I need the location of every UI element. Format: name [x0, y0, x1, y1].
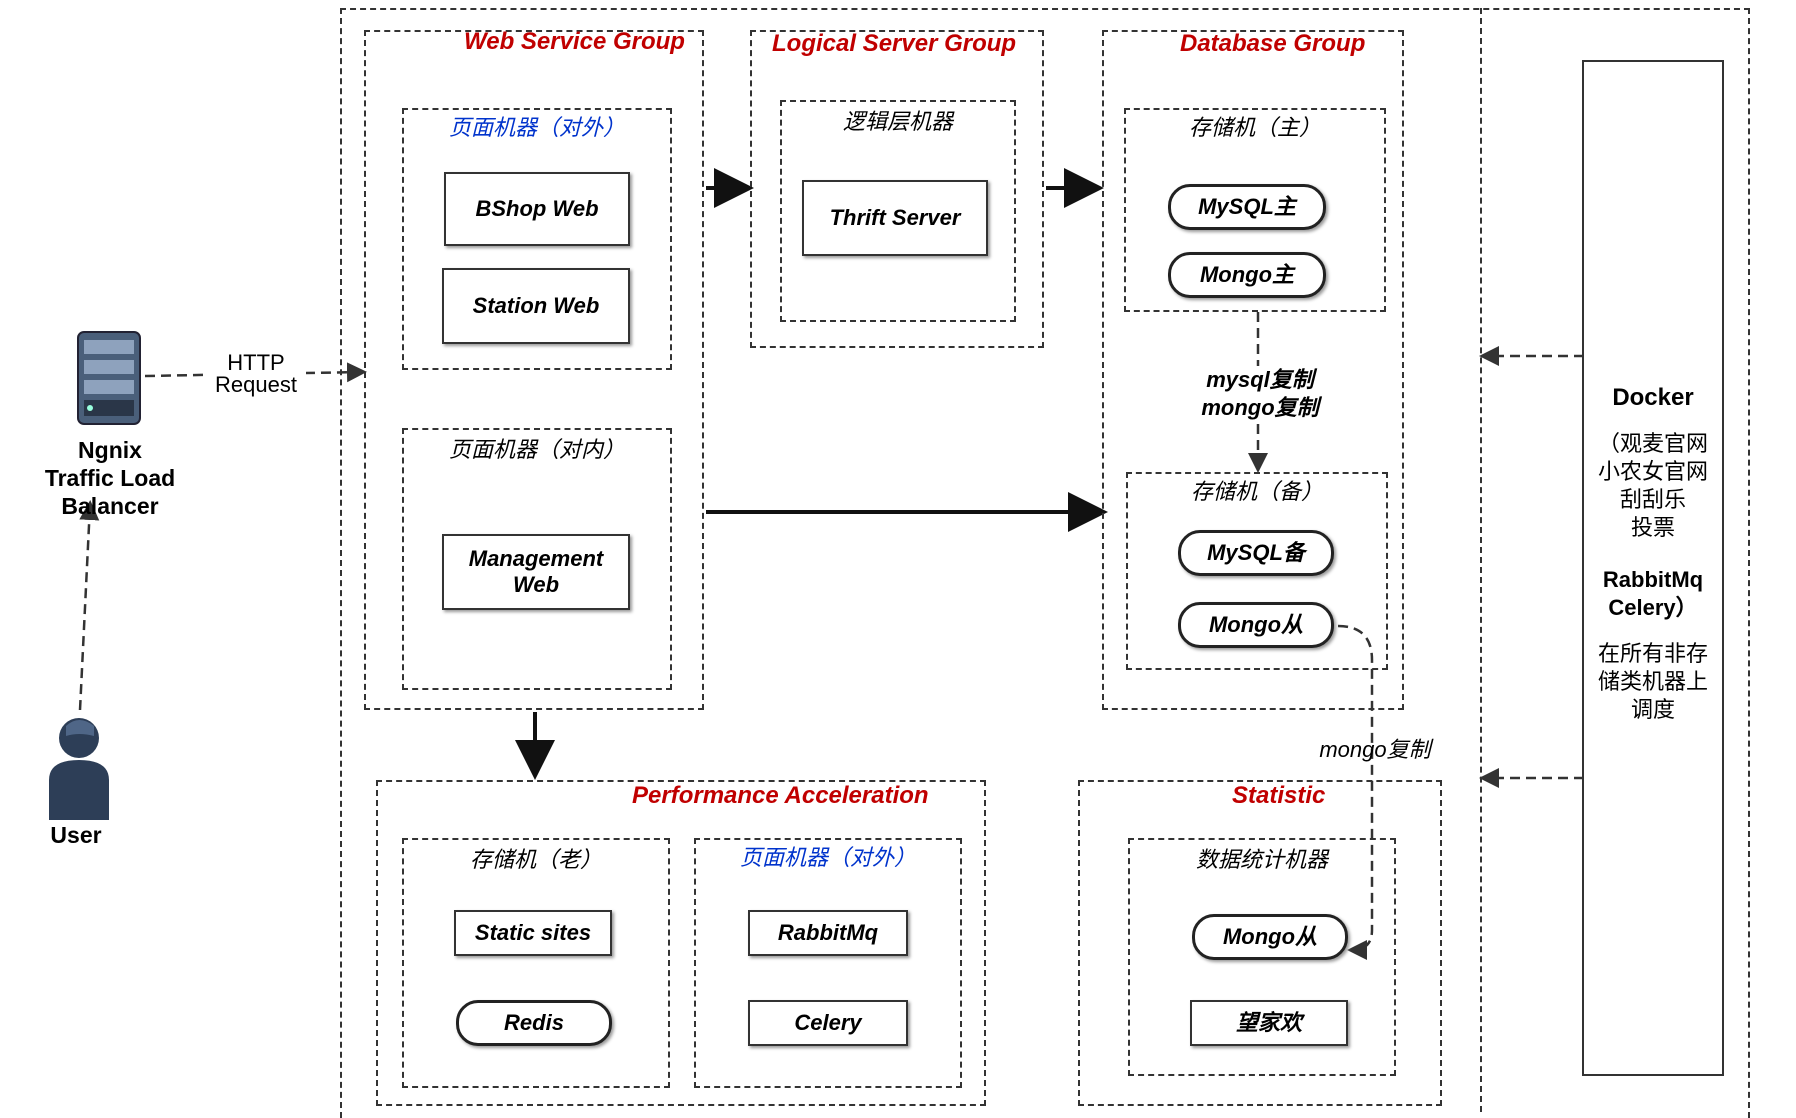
management-web-box: Management Web [442, 534, 630, 610]
thrift-server-box: Thrift Server [802, 180, 988, 256]
web-internal-title: 页面机器（对内） [448, 437, 625, 462]
docker-line-8: 储类机器上 [1597, 669, 1708, 694]
statistic-group-title: Statistic [1232, 782, 1326, 809]
http-request-arrow [144, 362, 367, 383]
stat-mongo-slave-node: Mongo从 [1192, 914, 1348, 960]
docker-line-2: 小农女官网 [1597, 459, 1708, 484]
station-web-box: Station Web [442, 268, 630, 344]
db-replication-line1: mysql复制 [1206, 367, 1314, 392]
http-line1: HTTP [227, 350, 285, 375]
perf-ext-group [694, 838, 962, 1088]
docker-title: Docker [1612, 384, 1694, 411]
web-external-title: 页面机器（对外） [448, 115, 625, 140]
docker-line-6: Celery） [1608, 595, 1698, 620]
management-web-line1: Management [468, 545, 604, 571]
performance-group [376, 780, 986, 1106]
http-request-label: HTTP Request [206, 352, 306, 396]
wangjiahuan-box: 望家欢 [1190, 1000, 1348, 1046]
db-backup-group [1126, 472, 1388, 670]
docker-line-1: （观麦官网 [1597, 431, 1708, 456]
docker-line-5: RabbitMq [1602, 567, 1704, 592]
db-master-group [1124, 108, 1386, 312]
lb-label-line1: Ngnix [78, 437, 142, 463]
redis-node: Redis [456, 1000, 612, 1046]
system-boundary [340, 8, 1750, 1118]
mongo-master-node: Mongo主 [1168, 252, 1326, 298]
docker-divider [1480, 8, 1482, 1112]
statistic-group [1078, 780, 1442, 1106]
logical-server-group [750, 30, 1044, 348]
docker-box [1582, 60, 1724, 1076]
docker-line-4: 投票 [1630, 515, 1675, 540]
perf-old-storage-title: 存储机（老） [469, 847, 602, 872]
server-icon [76, 328, 142, 428]
lb-label-line3: Balancer [61, 493, 159, 519]
database-group [1102, 30, 1404, 710]
mongo-slave-node: Mongo从 [1178, 602, 1334, 648]
db-replication-label: mysql复制 mongo复制 [1180, 366, 1340, 422]
perf-ext-title: 页面机器（对外） [739, 845, 916, 870]
database-group-title: Database Group [1180, 30, 1366, 57]
docker-text: Docker （观麦官网 小农女官网 刮刮乐 投票 RabbitMq Celer… [1582, 384, 1724, 724]
user-icon [44, 710, 114, 820]
logic-machine-group [780, 100, 1016, 322]
docker-line-3: 刮刮乐 [1619, 487, 1686, 512]
db-backup-title: 存储机（备） [1190, 479, 1323, 504]
user-to-lb-arrow [78, 500, 100, 711]
db-replication-line2: mongo复制 [1201, 395, 1319, 420]
web-external-group [402, 108, 672, 370]
lb-label: Ngnix Traffic Load Balancer [30, 436, 190, 520]
mongo-replication-label: mongo复制 [1319, 737, 1431, 762]
http-line2: Request [215, 372, 297, 397]
docker-line-9: 调度 [1630, 697, 1675, 722]
perf-old-storage-group [402, 838, 670, 1088]
db-master-title: 存储机（主） [1188, 115, 1321, 140]
management-web-line2: Web [512, 572, 560, 597]
logical-server-group-title: Logical Server Group [772, 30, 1017, 57]
stat-machine-title: 数据统计机器 [1195, 847, 1328, 872]
logic-machine-title: 逻辑层机器 [842, 109, 953, 134]
lb-label-line2: Traffic Load [44, 465, 176, 491]
web-service-group-title: Web Service Group [464, 28, 685, 55]
rabbitmq-box: RabbitMq [748, 910, 908, 956]
web-internal-group [402, 428, 672, 690]
docker-line-7: 在所有非存 [1597, 641, 1708, 666]
mysql-master-node: MySQL主 [1168, 184, 1326, 230]
celery-box: Celery [748, 1000, 908, 1046]
mongo-replication-arrow [1337, 624, 1374, 960]
user-label: User [50, 822, 102, 848]
web-service-group [364, 30, 704, 710]
stat-machine-group [1128, 838, 1396, 1076]
bshop-web-box: BShop Web [444, 172, 630, 246]
static-sites-box: Static sites [454, 910, 612, 956]
mysql-backup-node: MySQL备 [1178, 530, 1334, 576]
performance-group-title: Performance Acceleration [632, 782, 929, 809]
